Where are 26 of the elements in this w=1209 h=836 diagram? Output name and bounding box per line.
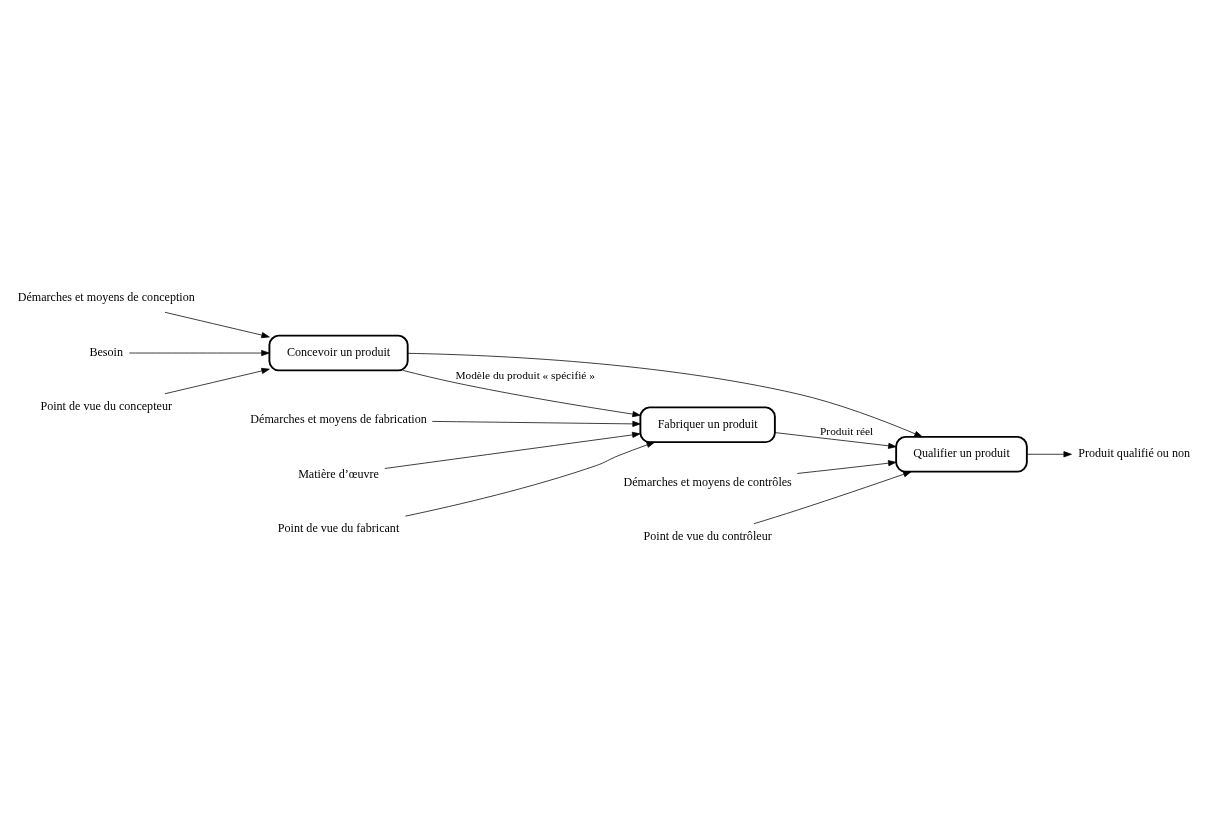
node-text: Besoin (89, 344, 123, 359)
arrow (164, 311, 270, 339)
arrow (164, 367, 270, 395)
node-text: Point de vue du concepteur (40, 399, 172, 414)
node-text: Matière d’œuvre (298, 466, 379, 481)
arrow (405, 441, 655, 517)
node-text: Point de vue du contrôleur (643, 529, 772, 544)
node-text: Démarches et moyens de contrôles (623, 474, 792, 489)
edge-label: Modèle du produit « spécifié » (455, 368, 595, 381)
node-text: Produit qualifié ou non (1078, 446, 1190, 461)
arrow (431, 420, 641, 427)
arrow (402, 370, 641, 418)
node-box: Concevoir un produit (268, 334, 409, 372)
arrow (1026, 451, 1072, 458)
arrow (128, 350, 270, 357)
node-text: Démarches et moyens de fabrication (250, 412, 427, 427)
arrow (384, 431, 641, 469)
node-text: Démarches et moyens de conception (17, 290, 195, 305)
arrow (407, 352, 923, 438)
node-text: Point de vue du fabricant (277, 520, 400, 535)
arrow (774, 432, 897, 449)
arrow (796, 460, 897, 474)
edge-label: Produit réel (820, 424, 874, 437)
node-box: Fabriquer un produit (639, 406, 776, 444)
arrow (753, 471, 912, 525)
node-box: Qualifier un produit (895, 435, 1028, 473)
